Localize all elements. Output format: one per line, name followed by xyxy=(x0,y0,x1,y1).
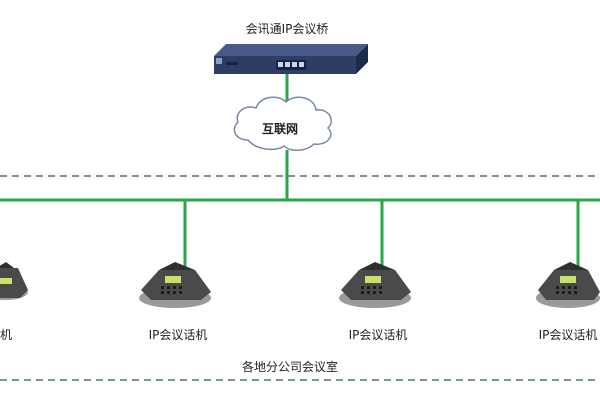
phone-label: IP会议话机 xyxy=(538,328,598,342)
phone-label: IP会议话机 xyxy=(348,328,408,342)
internet-cloud-icon xyxy=(233,96,332,151)
conference-phone-icon xyxy=(139,262,211,308)
cloud-label: 互联网 xyxy=(261,122,299,136)
phone-label: IP会议话机 xyxy=(148,328,208,342)
conference-phone-icon xyxy=(339,262,411,308)
conference-phone-icon-partial xyxy=(0,262,28,300)
conference-phone-icon xyxy=(536,262,600,308)
bridge-label: 会讯通IP会议桥 xyxy=(245,22,329,36)
zone-label: 各地分公司会议室 xyxy=(241,360,339,374)
phone-label-partial: 机 xyxy=(0,328,13,342)
conference-bridge-icon xyxy=(214,44,368,74)
